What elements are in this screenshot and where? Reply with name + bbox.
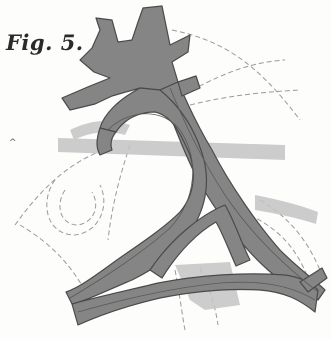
trace-right-fan-1 <box>190 90 300 105</box>
trace-left-ring-inner <box>60 190 96 225</box>
trace-upper-right-arc <box>172 30 300 120</box>
horizontal-shadow-band <box>58 138 285 160</box>
trace-left-long-curve <box>15 148 110 225</box>
figure-label: Fig. 5. <box>6 30 84 55</box>
corner-marker: ^ <box>9 138 17 148</box>
main-vessel-group <box>62 6 327 325</box>
trace-left-vertical <box>108 145 130 240</box>
branch-stub-right <box>178 76 200 96</box>
